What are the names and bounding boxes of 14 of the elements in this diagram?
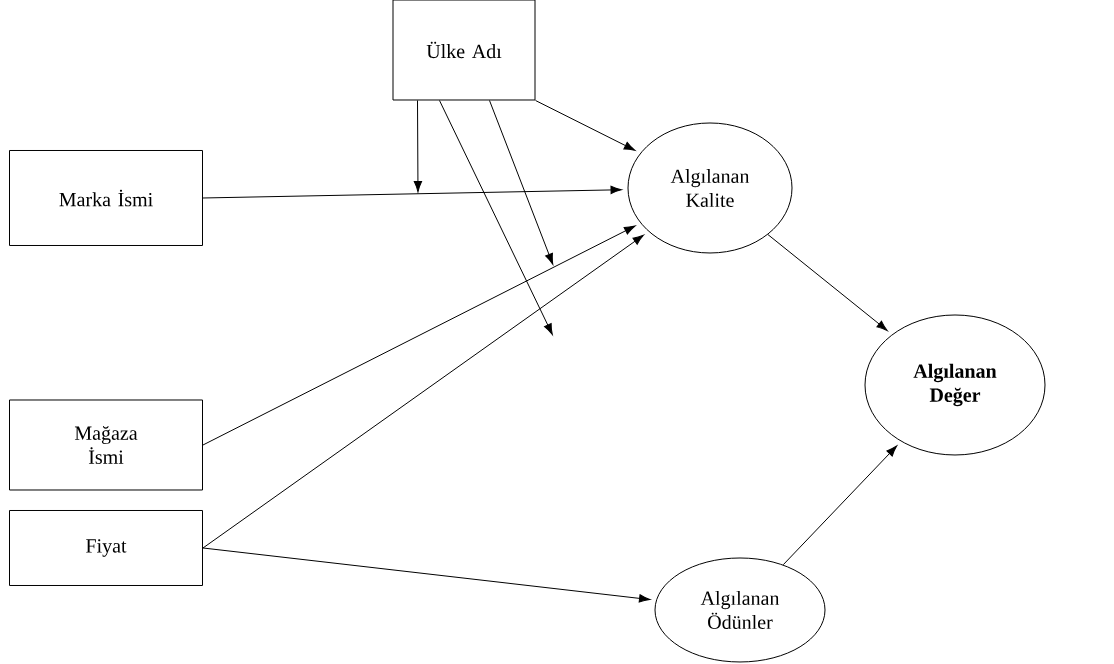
concept-box: Mağaza İsmi [9, 399, 203, 491]
arrow [489, 100, 554, 265]
concept-box: Ülke Adı [392, 0, 536, 101]
concept-box: Marka İsmi [9, 150, 203, 246]
arrow [439, 100, 553, 335]
arrow [202, 225, 636, 446]
arrow [535, 100, 636, 151]
arrow [202, 185, 622, 199]
arrow [782, 445, 898, 566]
arrow [413, 100, 423, 193]
arrow [202, 547, 651, 603]
arrow [767, 234, 888, 331]
arrow [202, 234, 644, 549]
concept-box: Fiyat [9, 510, 203, 586]
